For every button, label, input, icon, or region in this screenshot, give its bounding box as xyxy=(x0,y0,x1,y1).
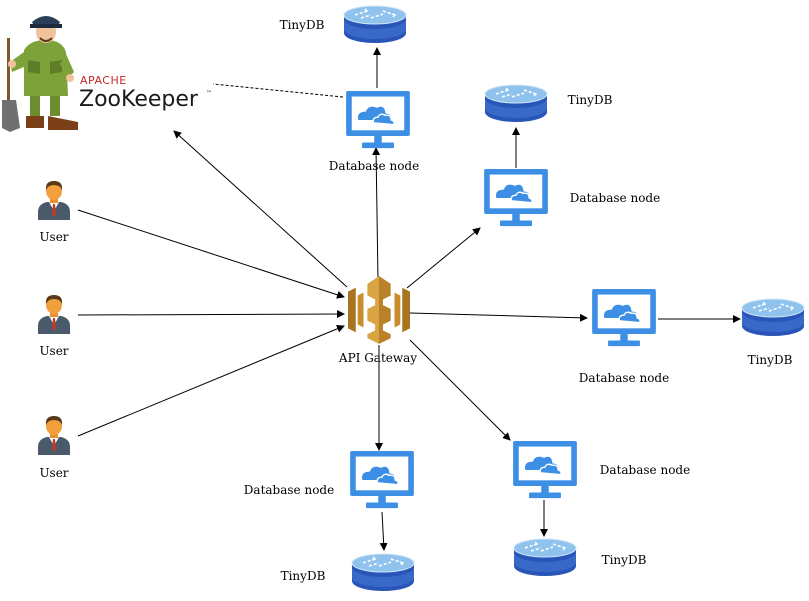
monitor-cloud-icon xyxy=(591,288,657,347)
tinydb-1: TinyDB xyxy=(280,5,407,44)
edge-user1-to-gateway xyxy=(77,209,345,299)
monitor-cloud-icon xyxy=(345,90,411,149)
database-node-5: Database node xyxy=(512,440,690,499)
database-node-label: Database node xyxy=(579,371,669,385)
tinydb-label: TinyDB xyxy=(568,93,613,107)
database-node-label: Database node xyxy=(329,159,419,173)
database-node-4: Database node xyxy=(244,450,415,509)
edge-gateway-to-node1 xyxy=(372,147,381,281)
user-icon xyxy=(38,295,70,334)
monitor-cloud-icon xyxy=(349,450,415,509)
database-node-label: Database node xyxy=(570,191,660,205)
user-label: User xyxy=(39,230,68,244)
zookeeper-apache-label: APACHE xyxy=(80,74,127,87)
tinydb-5: TinyDB xyxy=(513,538,647,577)
edge-gateway-to-zookeeper xyxy=(173,130,348,288)
zookeeper-logo: APACHE ZooKeeper ™ xyxy=(2,16,212,132)
database-node-2: Database node xyxy=(483,168,660,227)
edge-user3-to-gateway xyxy=(77,324,345,437)
user-label: User xyxy=(39,344,68,358)
tinydb-2: TinyDB xyxy=(484,84,613,123)
api-gateway-label: API Gateway xyxy=(338,351,417,365)
tinydb-label: TinyDB xyxy=(281,569,326,583)
database-node-label: Database node xyxy=(244,483,334,497)
api-gateway-icon xyxy=(348,276,410,344)
zookeeper-tm-label: ™ xyxy=(206,90,212,97)
user-label: User xyxy=(39,466,68,480)
edge-gateway-to-node2 xyxy=(406,227,481,289)
database-node-label: Database node xyxy=(600,463,690,477)
monitor-cloud-icon xyxy=(483,168,549,227)
edges xyxy=(77,47,741,551)
user-icon xyxy=(38,416,70,455)
tinydb-icon xyxy=(351,553,415,592)
database-node-3: Database node xyxy=(579,288,669,385)
tinydb-label: TinyDB xyxy=(280,18,325,32)
tinydb-4: TinyDB xyxy=(281,553,415,592)
edge-gateway-to-node5 xyxy=(409,339,511,441)
api-gateway: API Gateway xyxy=(338,276,417,365)
edge-gateway-to-node3 xyxy=(409,312,588,322)
tinydb-icon xyxy=(741,298,805,337)
edge-zookeeper-to-node1 xyxy=(212,83,344,98)
user-2: User xyxy=(38,295,70,358)
user-3: User xyxy=(38,416,70,480)
tinydb-icon xyxy=(513,538,577,577)
user-1: User xyxy=(38,181,70,244)
edge-user2-to-gateway xyxy=(77,310,345,319)
zookeeper-mascot-icon xyxy=(2,16,78,132)
tinydb-3: TinyDB xyxy=(741,298,805,367)
zookeeper-name-label: ZooKeeper xyxy=(79,87,199,112)
tinydb-label: TinyDB xyxy=(602,553,647,567)
tinydb-label: TinyDB xyxy=(748,353,793,367)
user-icon xyxy=(38,181,70,220)
monitor-cloud-icon xyxy=(512,440,578,499)
tinydb-icon xyxy=(484,84,548,123)
database-node-1: Database node xyxy=(329,90,419,173)
tinydb-icon xyxy=(343,5,407,44)
edge-node4-to-tinydb4 xyxy=(379,511,388,551)
